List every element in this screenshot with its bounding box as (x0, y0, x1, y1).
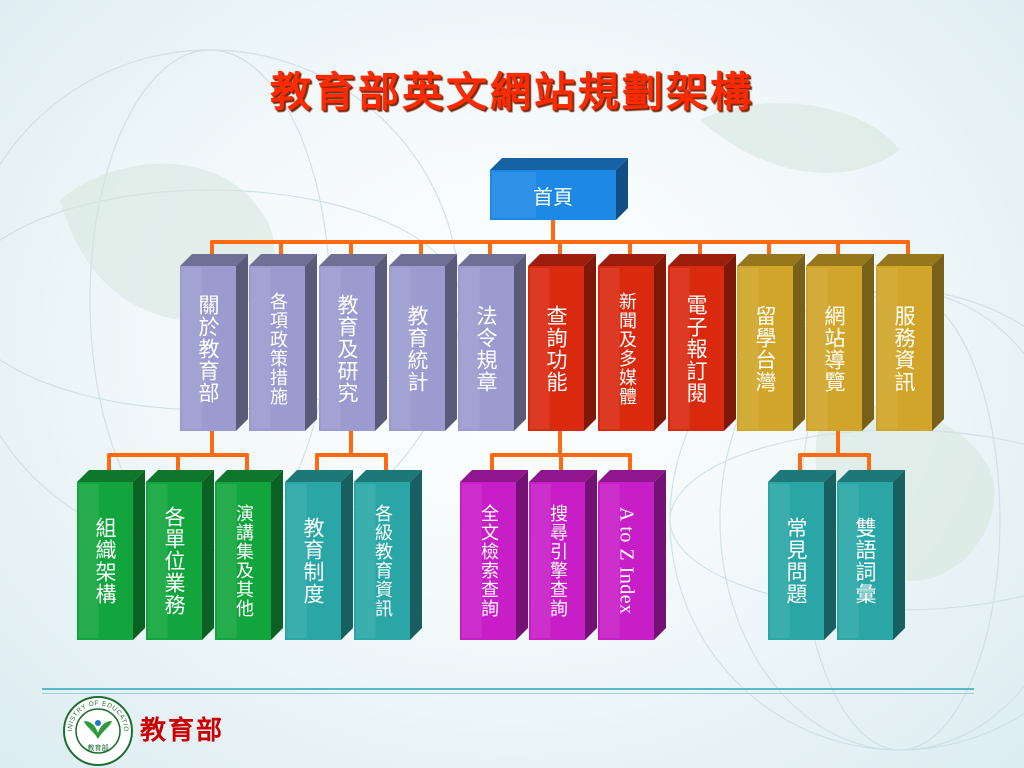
level2-node-label-text: 演講集及其他 (233, 504, 254, 618)
level2-node-label: 常見問題 (768, 482, 824, 640)
level1-node-label-text: 新聞及多媒體 (616, 291, 637, 406)
level1-node-label-text: 教育統計 (405, 304, 429, 393)
level2-node (285, 470, 353, 640)
level2-node-label: 演講集及其他 (215, 482, 271, 640)
level2-node (460, 470, 528, 640)
level2-node-label-text: 各級教育資訊 (372, 504, 393, 618)
level1-node-label-text: 服務資訊 (892, 304, 916, 393)
level1-node (737, 254, 805, 431)
ministry-seal-logo: MINISTRY OF EDUCATION 教育部 (62, 695, 133, 766)
level2-node (215, 470, 283, 640)
level1-node-label-text: 教育及研究 (335, 293, 359, 404)
level1-node-label: 教育統計 (389, 266, 445, 431)
level1-node-label-text: 電子報訂閱 (684, 293, 708, 404)
level2-node (146, 470, 214, 640)
root-node (490, 158, 628, 220)
level2-node-label-text: 各單位業務 (162, 506, 186, 616)
level2-node-label-text: A to Z Index (615, 507, 638, 615)
level1-node-label-text: 查詢功能 (544, 304, 568, 393)
level1-node (458, 254, 526, 431)
level1-node (249, 254, 317, 431)
level2-node-label: 各級教育資訊 (354, 482, 410, 640)
level1-node-label: 法令規章 (458, 266, 514, 431)
root-node-label-text: 首頁 (533, 184, 573, 209)
org-chart (77, 158, 944, 640)
level2-node (837, 470, 905, 640)
level2-node-label: 各單位業務 (146, 482, 202, 640)
level1-node-label-text: 留學台灣 (753, 304, 777, 393)
level2-node-label-text: 全文檢索查詢 (478, 504, 499, 618)
level1-node (876, 254, 944, 431)
level1-node-label: 各項政策措施 (249, 266, 305, 431)
level1-node-label-text: 關於教育部 (196, 293, 220, 404)
level2-node-label-text: 搜尋引擎查詢 (547, 504, 568, 618)
level1-node (668, 254, 736, 431)
level1-node-label: 電子報訂閱 (668, 266, 724, 431)
level1-node-label: 新聞及多媒體 (598, 266, 654, 431)
level1-node-label: 留學台灣 (737, 266, 793, 431)
level2-node (354, 470, 422, 640)
level1-node-label: 服務資訊 (876, 266, 932, 431)
level1-node (180, 254, 248, 431)
page-title: 教育部英文網站規劃架構 (270, 68, 754, 116)
level2-node-label-text: 教育制度 (301, 517, 325, 605)
level1-node-label: 查詢功能 (528, 266, 584, 431)
svg-text:教育部: 教育部 (88, 743, 109, 752)
level2-node-label: 教育制度 (285, 482, 341, 640)
root-node-label: 首頁 (490, 170, 616, 220)
level1-node (319, 254, 387, 431)
level2-node (77, 470, 145, 640)
level2-node (768, 470, 836, 640)
level1-node-label-text: 法令規章 (474, 304, 498, 393)
level2-node (598, 470, 666, 640)
level1-node (806, 254, 874, 431)
level1-node (528, 254, 596, 431)
level2-node-label: 搜尋引擎查詢 (529, 482, 585, 640)
level1-node-label: 教育及研究 (319, 266, 375, 431)
level2-node-label-text: 組織架構 (93, 517, 117, 605)
level2-node (529, 470, 597, 640)
level1-node-label-text: 網站導覽 (822, 304, 846, 393)
level2-node-label: 雙語詞彙 (837, 482, 893, 640)
level1-node-label: 關於教育部 (180, 266, 236, 431)
level1-node (598, 254, 666, 431)
level2-node-label: 組織架構 (77, 482, 133, 640)
level2-node-label-text: 雙語詞彙 (853, 517, 877, 605)
level2-node-label: A to Z Index (598, 482, 654, 640)
level1-node-label: 網站導覽 (806, 266, 862, 431)
footer-divider (42, 688, 974, 696)
level1-node (389, 254, 457, 431)
level1-node-label-text: 各項政策措施 (267, 291, 288, 406)
level2-node-label-text: 常見問題 (784, 517, 808, 605)
level2-node-label: 全文檢索查詢 (460, 482, 516, 640)
ministry-name: 教育部 (140, 716, 225, 746)
